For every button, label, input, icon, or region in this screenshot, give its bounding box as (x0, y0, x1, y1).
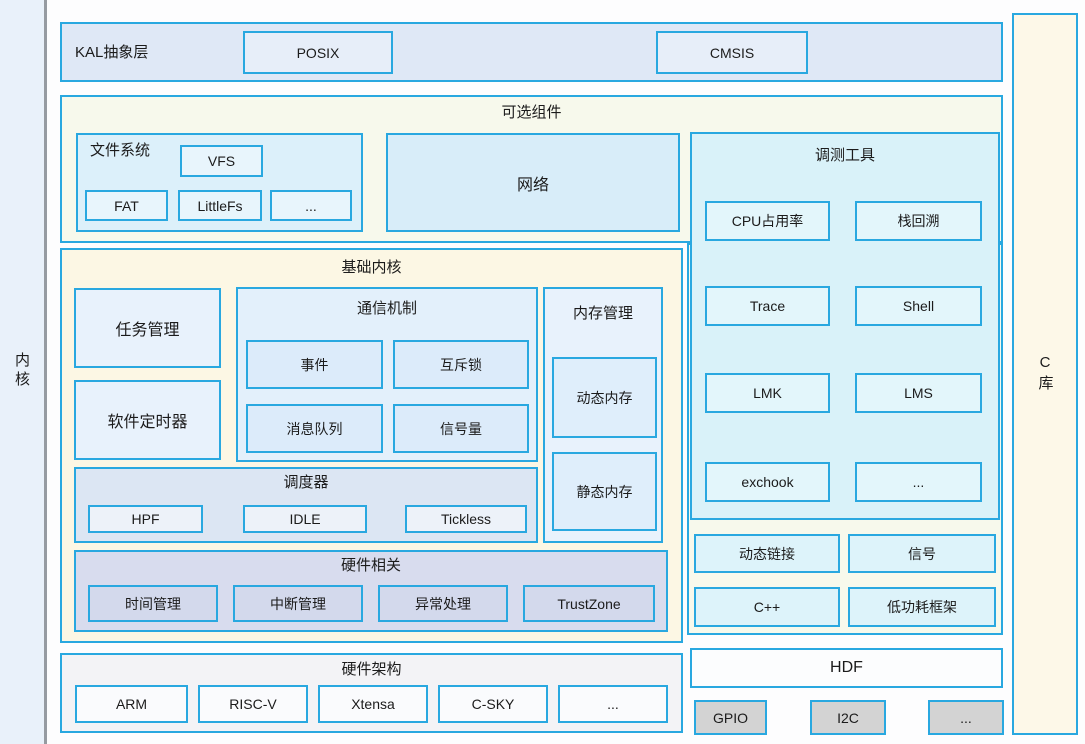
xtensa-box: Xtensa (318, 685, 428, 723)
time-management-box: 时间管理 (88, 585, 218, 622)
exchook-box: exchook (705, 462, 830, 502)
lmk-box: LMK (705, 373, 830, 413)
csky-box: C-SKY (438, 685, 548, 723)
c-library-box: C库 (1012, 13, 1078, 735)
kernel-rail-label: 内核 (13, 352, 30, 390)
kal-layer-box (60, 22, 1003, 82)
cpu-usage-box: CPU占用率 (705, 201, 830, 241)
dynamic-link-box: 动态链接 (694, 534, 840, 573)
kernel-side-rail: 内核 (0, 0, 44, 744)
filesystem-more-box: ... (270, 190, 352, 221)
posix-box: POSIX (243, 31, 393, 74)
low-power-framework-box: 低功耗框架 (848, 587, 996, 627)
idle-box: IDLE (243, 505, 367, 533)
trace-box: Trace (705, 286, 830, 326)
shell-box: Shell (855, 286, 982, 326)
trustzone-box: TrustZone (523, 585, 655, 622)
signal-box: 信号 (848, 534, 996, 573)
tickless-box: Tickless (405, 505, 527, 533)
arch-more-box: ... (558, 685, 668, 723)
mutex-box: 互斥锁 (393, 340, 529, 389)
exception-handling-box: 异常处理 (378, 585, 508, 622)
littlefs-box: LittleFs (178, 190, 262, 221)
fat-box: FAT (85, 190, 168, 221)
arm-box: ARM (75, 685, 188, 723)
semaphore-box: 信号量 (393, 404, 529, 453)
debug-tools-box (690, 132, 1000, 520)
software-timer-box: 软件定时器 (74, 380, 221, 460)
c-library-label: C库 (1036, 354, 1054, 394)
cmsis-box: CMSIS (656, 31, 808, 74)
hpf-box: HPF (88, 505, 203, 533)
stack-backtrace-box: 栈回溯 (855, 201, 982, 241)
task-management-box: 任务管理 (74, 288, 221, 368)
driver-more-box: ... (928, 700, 1004, 735)
dynamic-memory-box: 动态内存 (552, 357, 657, 438)
message-queue-box: 消息队列 (246, 404, 383, 453)
riscv-box: RISC-V (198, 685, 308, 723)
i2c-box: I2C (810, 700, 886, 735)
rail-divider-line (44, 0, 47, 744)
network-box: 网络 (386, 133, 680, 232)
event-box: 事件 (246, 340, 383, 389)
vfs-box: VFS (180, 145, 263, 177)
hdf-box: HDF (690, 648, 1003, 688)
gpio-box: GPIO (694, 700, 767, 735)
cpp-box: C++ (694, 587, 840, 627)
static-memory-box: 静态内存 (552, 452, 657, 531)
debug-more-box: ... (855, 462, 982, 502)
lms-box: LMS (855, 373, 982, 413)
interrupt-management-box: 中断管理 (233, 585, 363, 622)
